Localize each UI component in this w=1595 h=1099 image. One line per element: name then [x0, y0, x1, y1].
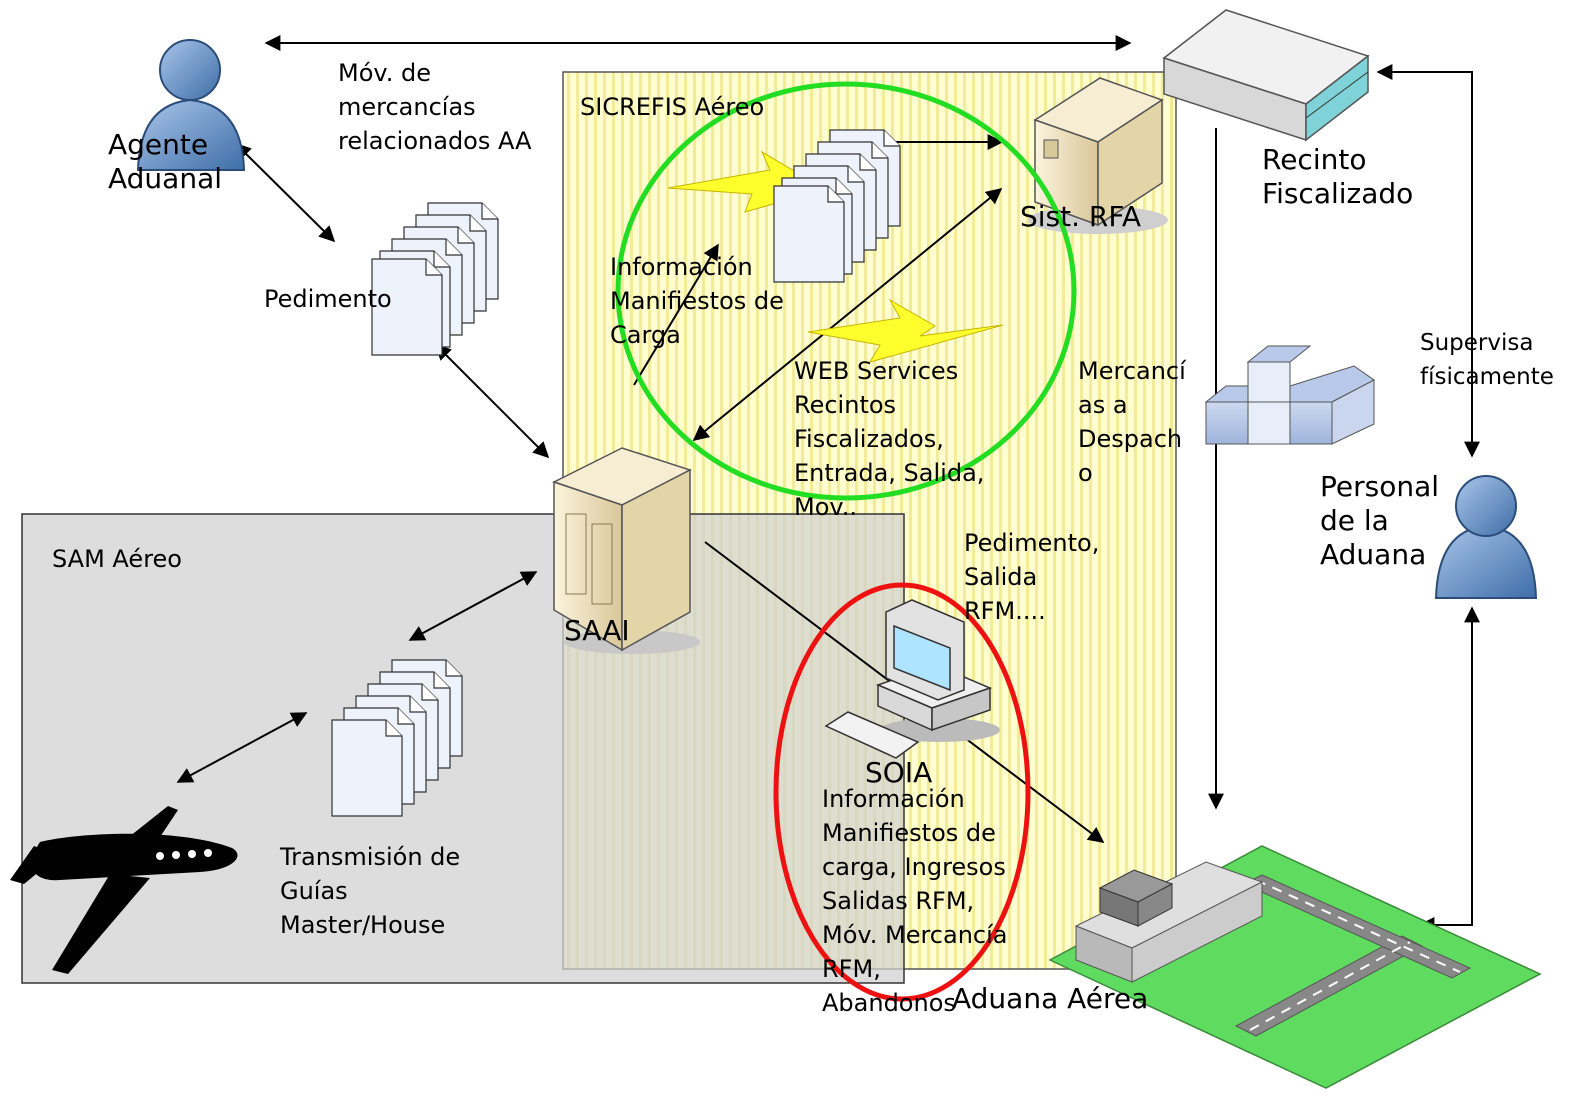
sicrefis-region-title: SICREFIS Aéreo [580, 93, 765, 121]
connection-arrows [176, 35, 1480, 933]
document-stack-icon [371, 202, 499, 356]
lightning-icon [807, 298, 1004, 363]
airplane-icon [10, 806, 238, 974]
aduana-aerea-label: Aduana Aérea [952, 982, 1149, 1015]
sicrefis-highlight-circle [615, 81, 1077, 501]
sist-rfa-label: Sist. RFA [1020, 200, 1142, 233]
recinto-fiscalizado-label: Recinto Fiscalizado [1262, 143, 1414, 210]
personal-aduana-label: Personal de la Aduana [1320, 470, 1440, 571]
pedimento-salida-label: Pedimento, Salida RFM.... [964, 529, 1100, 625]
network-appliance-icon [1162, 9, 1370, 142]
server-tower-icon [552, 447, 700, 654]
web-services-label: WEB Services Recintos Fiscalizados, Entr… [794, 357, 985, 521]
agente-aduanal-label: Agente Aduanal [108, 128, 223, 195]
mov-mercancias-label: Móv. de mercancías relacionados AA [338, 59, 532, 155]
sam-region-title: SAM Aéreo [52, 545, 182, 573]
airport-terminal-icon [1048, 845, 1542, 1089]
info-manifiestos-label: Información Manifiestos de Carga [610, 253, 784, 349]
info-manifiestos-carga-label: Información Manifiestos de carga, Ingres… [822, 785, 1008, 1017]
transmision-guias-label: Transmisión de Guías Master/House [280, 843, 461, 939]
pedimento-label: Pedimento [264, 285, 392, 313]
soia-highlight-circle [773, 582, 1031, 1002]
saai-label: SAAI [564, 614, 630, 647]
person-icon [136, 39, 246, 171]
desktop-computer-icon [824, 599, 1000, 759]
cargo-boxes-icon [1204, 345, 1375, 445]
sam-region [21, 513, 905, 984]
person-icon [1434, 475, 1538, 599]
mercancias-despacho-label: Mercancí as a Despach o [1078, 357, 1186, 487]
supervisa-label: Supervisa físicamente [1420, 330, 1554, 390]
soia-label: SOIA [865, 756, 933, 789]
